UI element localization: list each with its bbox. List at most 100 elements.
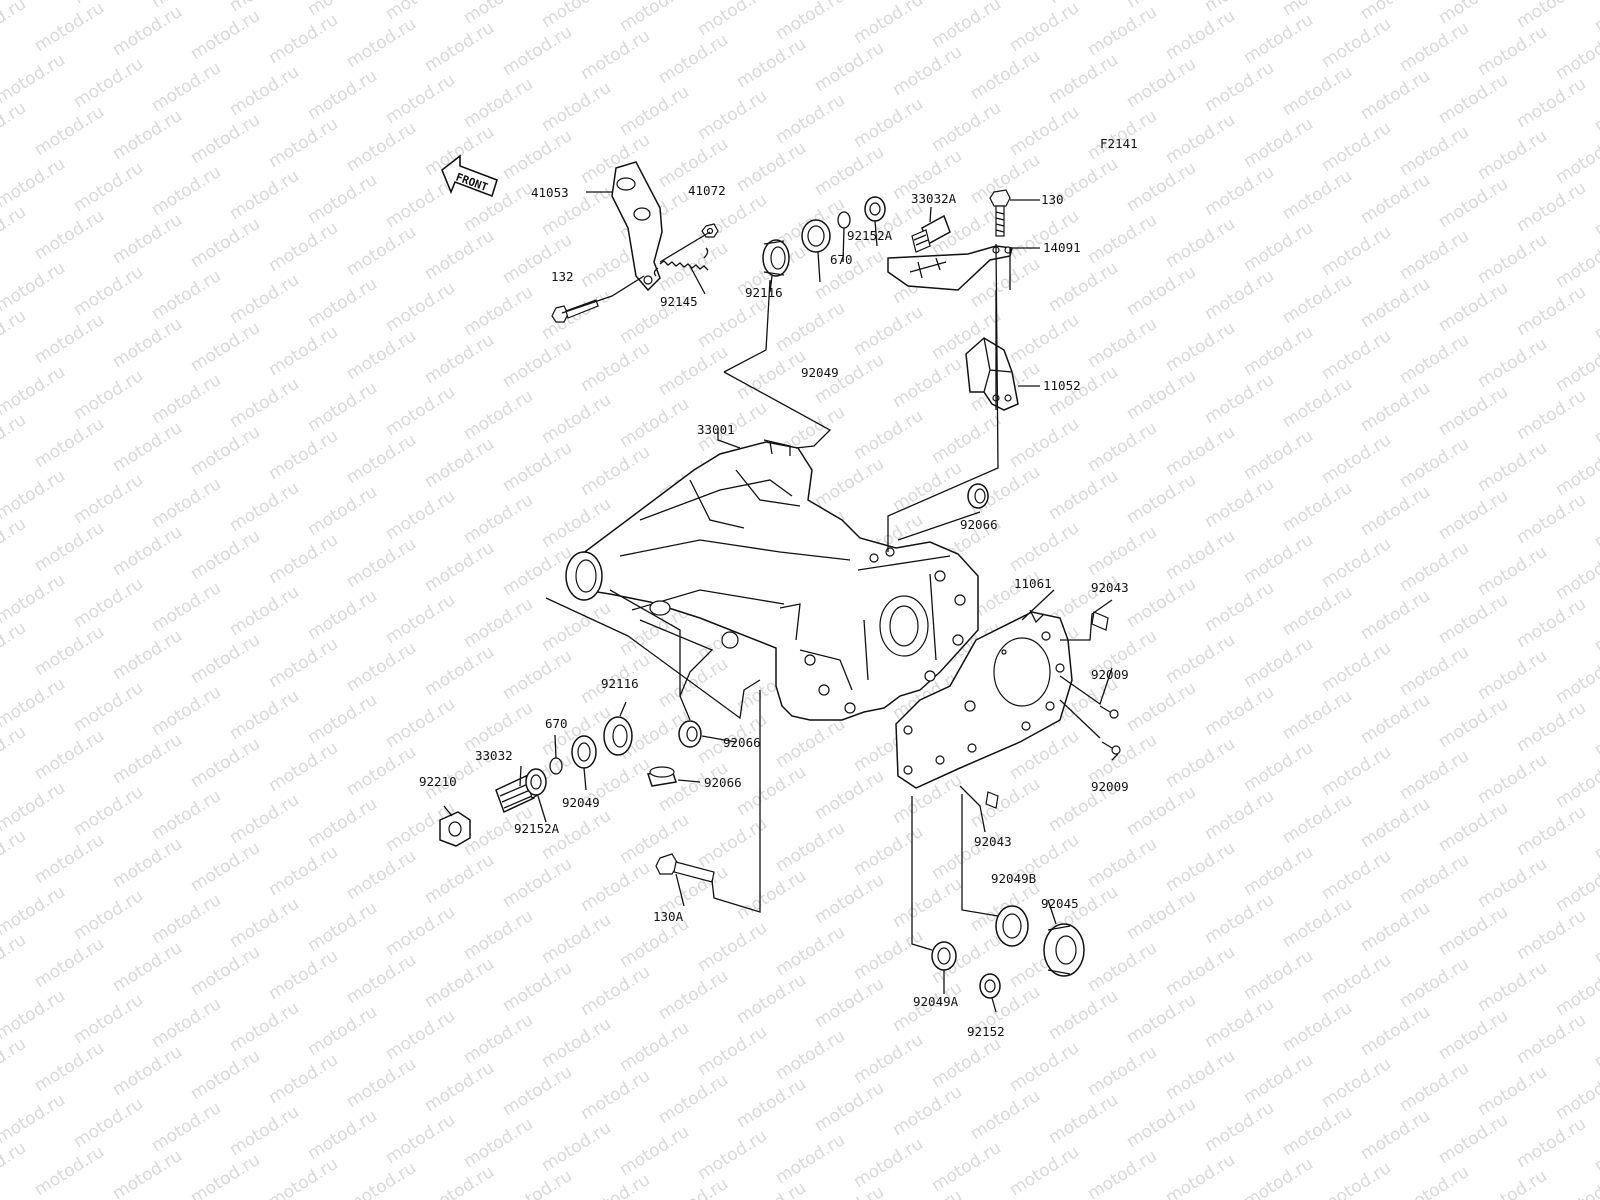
watermark-text: motod.ru bbox=[1279, 582, 1356, 640]
watermark-text: motod.ru bbox=[343, 1054, 420, 1112]
watermark-text: motod.ru bbox=[928, 98, 1005, 156]
watermark-text: motod.ru bbox=[616, 1018, 693, 1076]
watermark-text: motod.ru bbox=[1123, 158, 1200, 216]
watermark-text: motod.ru bbox=[304, 378, 381, 436]
watermark-text: motod.ru bbox=[1240, 322, 1317, 380]
watermark-text: motod.ru bbox=[1201, 890, 1278, 948]
watermark-text: motod.ru bbox=[70, 678, 147, 736]
callout-41072: 41072 bbox=[688, 183, 726, 198]
watermark-text: motod.ru bbox=[1279, 894, 1356, 952]
watermark-text: motod.ru bbox=[421, 18, 498, 76]
watermark-text: motod.ru bbox=[343, 534, 420, 592]
watermark-text: motod.ru bbox=[421, 226, 498, 284]
watermark-text: motod.ru bbox=[1279, 478, 1356, 536]
watermark-text: motod.ru bbox=[1318, 950, 1395, 1008]
watermark-text: motod.ru bbox=[382, 382, 459, 440]
watermark-text: motod.ru bbox=[1240, 530, 1317, 588]
watermark-text: motod.ru bbox=[31, 622, 108, 680]
callout-33032A: 33032A bbox=[911, 191, 957, 206]
watermark-text: motod.ru bbox=[499, 438, 576, 496]
watermark-text: motod.ru bbox=[0, 306, 30, 364]
watermark-text: motod.ru bbox=[187, 630, 264, 688]
watermark-text: motod.ru bbox=[1318, 118, 1395, 176]
callout-92145: 92145 bbox=[660, 294, 698, 309]
watermark-text: motod.ru bbox=[1279, 1102, 1356, 1160]
watermark-text: motod.ru bbox=[382, 590, 459, 648]
watermark-text: motod.ru bbox=[1474, 230, 1551, 288]
watermark-text: motod.ru bbox=[733, 138, 810, 196]
watermark-text: motod.ru bbox=[1435, 0, 1512, 28]
watermark-text: motod.ru bbox=[655, 30, 732, 88]
watermark-text: motod.ru bbox=[1513, 698, 1590, 756]
watermark-text: motod.ru bbox=[31, 830, 108, 888]
watermark-text: motod.ru bbox=[343, 222, 420, 280]
watermark-text: motod.ru bbox=[0, 514, 30, 572]
watermark-text: motod.ru bbox=[1396, 746, 1473, 804]
watermark-text: motod.ru bbox=[226, 582, 303, 640]
callout-92049B: 92049B bbox=[991, 871, 1036, 886]
watermark-text: motod.ru bbox=[304, 482, 381, 540]
watermark-text: motod.ru bbox=[1474, 854, 1551, 912]
watermark-text: motod.ru bbox=[967, 1086, 1044, 1144]
watermark-text: motod.ru bbox=[772, 922, 849, 980]
watermark-text: motod.ru bbox=[538, 1118, 615, 1176]
watermark-text: motod.ru bbox=[1318, 846, 1395, 904]
watermark-text: motod.ru bbox=[265, 842, 342, 900]
cap-92066-low bbox=[647, 766, 677, 787]
callout-92043-upper: 92043 bbox=[1091, 580, 1129, 595]
watermark-text: motod.ru bbox=[1279, 166, 1356, 224]
watermark-text: motod.ru bbox=[0, 258, 69, 316]
watermark-text: motod.ru bbox=[811, 974, 888, 1032]
watermark-text: motod.ru bbox=[1006, 0, 1083, 56]
collar-92152 bbox=[979, 973, 1001, 999]
watermark-text: motod.ru bbox=[1123, 54, 1200, 112]
watermark-text: motod.ru bbox=[460, 0, 537, 28]
watermark-text: motod.ru bbox=[1357, 794, 1434, 852]
watermark-text: motod.ru bbox=[1513, 282, 1590, 340]
watermark-text: motod.ru bbox=[421, 642, 498, 700]
watermark-text: motod.ru bbox=[304, 586, 381, 644]
watermark-text: motod.ru bbox=[0, 1034, 30, 1092]
watermark-text: motod.ru bbox=[1318, 14, 1395, 72]
watermark-text: motod.ru bbox=[1318, 742, 1395, 800]
watermark-text: motod.ru bbox=[1435, 1110, 1512, 1168]
watermark-text: motod.ru bbox=[499, 542, 576, 600]
watermark-text: motod.ru bbox=[772, 1130, 849, 1188]
watermark-text: motod.ru bbox=[1279, 790, 1356, 848]
gasket-11061 bbox=[895, 609, 1073, 789]
callout-92066-upper: 92066 bbox=[960, 517, 998, 532]
watermark-text: motod.ru bbox=[1513, 802, 1590, 860]
cap-92066-upper bbox=[967, 483, 989, 509]
watermark-text: motod.ru bbox=[1513, 1114, 1590, 1172]
watermark-text: motod.ru bbox=[148, 786, 225, 844]
watermark-text: motod.ru bbox=[1396, 122, 1473, 180]
watermark-text: motod.ru bbox=[31, 414, 108, 472]
watermark-text: motod.ru bbox=[538, 598, 615, 656]
watermark-text: motod.ru bbox=[70, 158, 147, 216]
watermark-text: motod.ru bbox=[1084, 834, 1161, 892]
watermark-text: motod.ru bbox=[1318, 326, 1395, 384]
watermark-text: motod.ru bbox=[694, 918, 771, 976]
watermark-text: motod.ru bbox=[1318, 534, 1395, 592]
watermark-text: motod.ru bbox=[1591, 910, 1600, 968]
watermark-text: motod.ru bbox=[265, 426, 342, 484]
watermark-text: motod.ru bbox=[889, 354, 966, 412]
watermark-text: motod.ru bbox=[187, 110, 264, 168]
watermark-text: motod.ru bbox=[1396, 642, 1473, 700]
watermark-text: motod.ru bbox=[187, 6, 264, 64]
watermark-text: motod.ru bbox=[655, 1174, 732, 1200]
watermark-text: motod.ru bbox=[70, 54, 147, 112]
watermark-text: motod.ru bbox=[733, 970, 810, 1028]
watermark-text: motod.ru bbox=[109, 210, 186, 268]
callout-92049A: 92049A bbox=[913, 994, 959, 1009]
watermark-text: motod.ru bbox=[1357, 690, 1434, 748]
watermark-text: motod.ru bbox=[226, 790, 303, 848]
watermark-text: motod.ru bbox=[1123, 782, 1200, 840]
watermark-text: motod.ru bbox=[1162, 1046, 1239, 1104]
watermark-text: motod.ru bbox=[226, 270, 303, 328]
watermark-text: motod.ru bbox=[1357, 1002, 1434, 1060]
watermark-text: motod.ru bbox=[1123, 0, 1200, 12]
watermark-text: motod.ru bbox=[1006, 1038, 1083, 1096]
watermark-text: motod.ru bbox=[148, 682, 225, 740]
